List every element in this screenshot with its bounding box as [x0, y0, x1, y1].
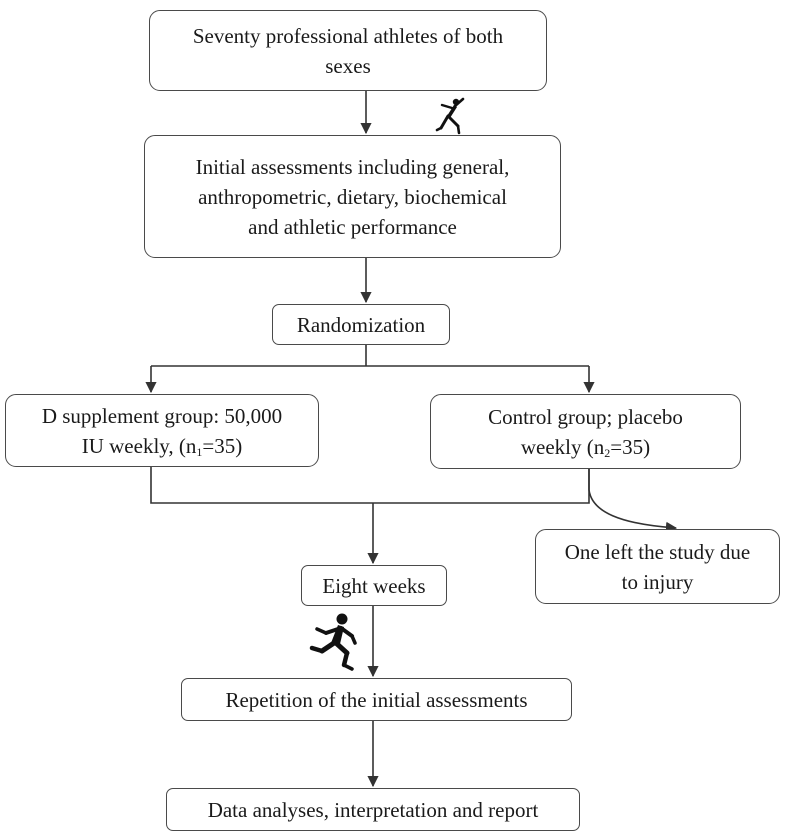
initial-assessments-box: Initial assessments including general, a…	[144, 135, 561, 258]
control-line2-post: =35)	[610, 434, 651, 459]
randomization-box: Randomization	[272, 304, 450, 345]
initial-line1: Initial assessments including general,	[195, 154, 510, 179]
dropout-box: One left the study due to injury	[535, 529, 780, 604]
control-n-subscript: 2	[604, 445, 611, 460]
participants-line1: Seventy professional athletes of both	[192, 23, 504, 48]
participants-box: Seventy professional athletes of both se…	[149, 10, 547, 91]
runner-icon	[309, 613, 357, 671]
control-line1: Control group; placebo	[488, 404, 683, 429]
dropout-line2: to injury	[621, 569, 694, 594]
analysis-box: Data analyses, interpretation and report	[166, 788, 580, 831]
initial-line2: anthropometric, dietary, biochemical	[198, 184, 507, 209]
eight-weeks-label: Eight weeks	[322, 573, 426, 598]
athlete-stretching-icon	[435, 97, 465, 135]
initial-line3: and athletic performance	[248, 214, 457, 239]
vitd-line2-pre: IU weekly, (n	[81, 433, 197, 458]
vitd-line2-post: =35)	[202, 433, 243, 458]
control-group-box: Control group; placebo weekly (n2=35)	[430, 394, 741, 469]
randomization-label: Randomization	[296, 312, 426, 337]
repetition-box: Repetition of the initial assessments	[181, 678, 572, 721]
dropout-line1: One left the study due	[564, 539, 751, 564]
vitamin-d-group-box: D supplement group: 50,000 IU weekly, (n…	[5, 394, 319, 467]
vitd-n-subscript: 1	[196, 444, 203, 459]
control-line2-pre: weekly (n	[520, 434, 605, 459]
repetition-label: Repetition of the initial assessments	[225, 687, 528, 712]
vitd-line1: D supplement group: 50,000	[41, 403, 283, 428]
arrow-control-to-dropout	[588, 469, 678, 533]
vitd-line2: IU weekly, (n1=35)	[82, 431, 243, 461]
eight-weeks-box: Eight weeks	[301, 565, 447, 606]
participants-line2: sexes	[325, 53, 371, 78]
control-line2: weekly (n2=35)	[521, 432, 650, 462]
analysis-label: Data analyses, interpretation and report	[207, 797, 539, 822]
line-merge	[150, 467, 590, 504]
